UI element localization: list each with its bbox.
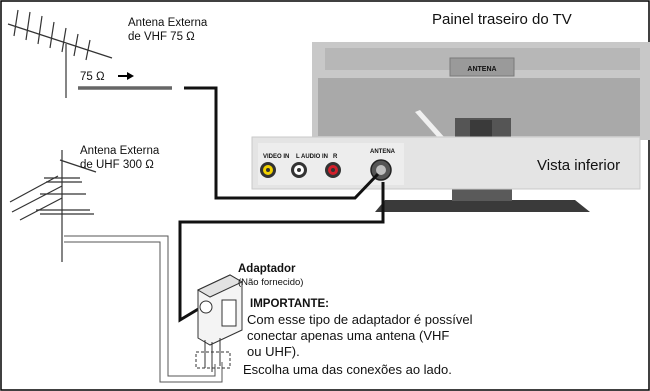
antena-jack-label: ANTENA (370, 149, 396, 155)
vhf-boom (7, 23, 113, 59)
vhf-coax-cable (184, 86, 380, 200)
adapter-note: (Não fornecido) (238, 277, 303, 288)
vhf-label-1: Antena Externa (128, 17, 208, 29)
uhf-antenna (9, 150, 97, 262)
vhf-label-2: de VHF 75 Ω (128, 31, 195, 43)
tv-stand-base (375, 200, 590, 212)
important-line-1: Com esse tipo de adaptador é possível (247, 312, 473, 327)
video-in-label: VIDEO IN (263, 154, 289, 160)
adapter-terminals (195, 351, 231, 369)
tv-rear-panel (318, 78, 640, 136)
audio-in-label: L AUDIO IN (296, 154, 328, 160)
important-heading: IMPORTANTE: (250, 298, 329, 310)
important-line-3: ou UHF). (247, 344, 300, 359)
audio-r-label: R (333, 154, 338, 160)
tv-badge-text: ANTENA (467, 66, 496, 73)
tv-neck-slot (470, 120, 492, 138)
uhf-twinlead-a (64, 235, 216, 377)
adapter-device (195, 274, 244, 372)
vhf-arrow-head (127, 72, 134, 80)
uhf-label-1: Antena Externa (80, 145, 160, 157)
adapter-title: Adaptador (238, 263, 296, 275)
adapter-label-plate (221, 299, 237, 327)
tv-badge (449, 57, 515, 77)
uhf-label-2: de UHF 300 Ω (80, 159, 154, 171)
adapter-coax-cable (178, 182, 385, 323)
adapter-coax-port (199, 300, 213, 314)
antenna-jack-center (376, 165, 386, 175)
vhf-cable-label: 75 Ω (80, 71, 105, 83)
tv-reflection (415, 110, 445, 140)
tv-rear-title: Painel traseiro do TV (432, 11, 572, 28)
tv-rear: ANTENA (312, 42, 650, 212)
important-line-2: conectar apenas uma antena (VHF (247, 328, 449, 343)
uhf-twinlead-b (64, 241, 223, 383)
connector-panel: VIDEO IN L AUDIO IN R ANTENA Vista infer… (251, 136, 641, 190)
bottom-view-label: Vista inferior (537, 157, 620, 174)
vhf-antenna (7, 9, 113, 98)
important-line-4: Escolha uma das conexões ao lado. (243, 362, 452, 377)
